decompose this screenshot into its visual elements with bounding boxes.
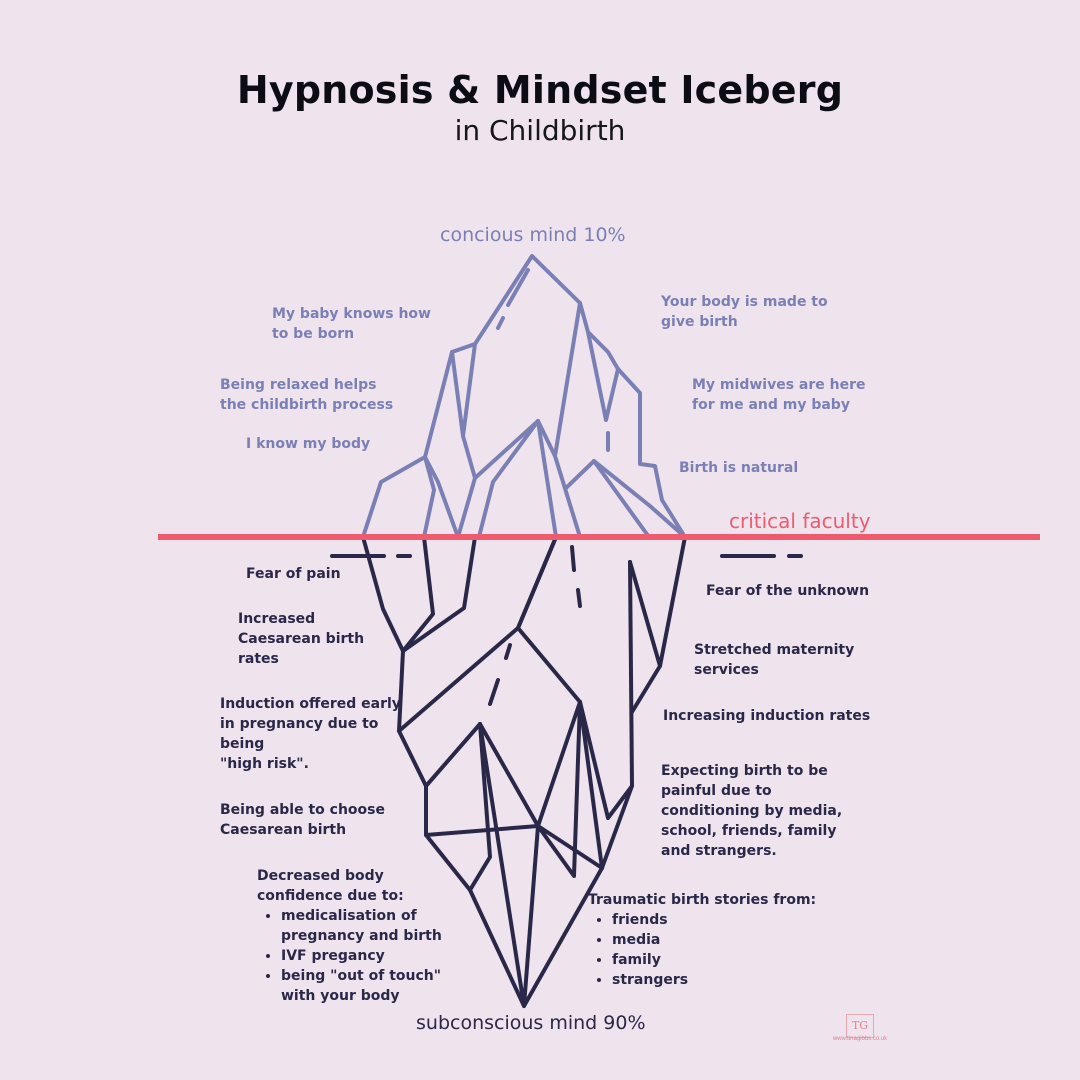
list-item: friends [612,910,816,930]
list-item: IVF pregancy [281,946,447,966]
label-traumatic-stories: Traumatic birth stories from: friends me… [588,890,816,990]
label-induction-rates: Increasing induction rates [663,708,871,724]
list-item: family [612,950,816,970]
list-item: media [612,930,816,950]
list-item: strangers [612,970,816,990]
page-subtitle: in Childbirth [454,114,626,147]
critical-faculty-label: critical faculty [729,509,871,533]
iceberg-tip [361,254,687,539]
brand-logo: TG [846,1014,874,1038]
label-fear-pain: Fear of pain [246,566,341,582]
conscious-mind-label: concious mind 10% [440,224,626,246]
iceberg-base [330,535,803,1008]
list-item: medicalisation of pregnancy and birth [281,906,447,946]
traumatic-bullet-list: friends media family strangers [588,910,816,990]
subconscious-mind-label: subconscious mind 90% [416,1012,646,1034]
label-natural: Birth is natural [679,460,799,476]
list-item: being "out of touch" with your body [281,966,447,1006]
label-fear-unknown: Fear of the unknown [706,583,870,599]
label-know-body: I know my body [246,436,371,452]
confidence-bullet-list: medicalisation of pregnancy and birth IV… [257,906,447,1006]
website-link[interactable]: www.tinagibbs.co.uk [832,1036,888,1042]
page-title: Hypnosis & Mindset Iceberg [236,68,844,112]
